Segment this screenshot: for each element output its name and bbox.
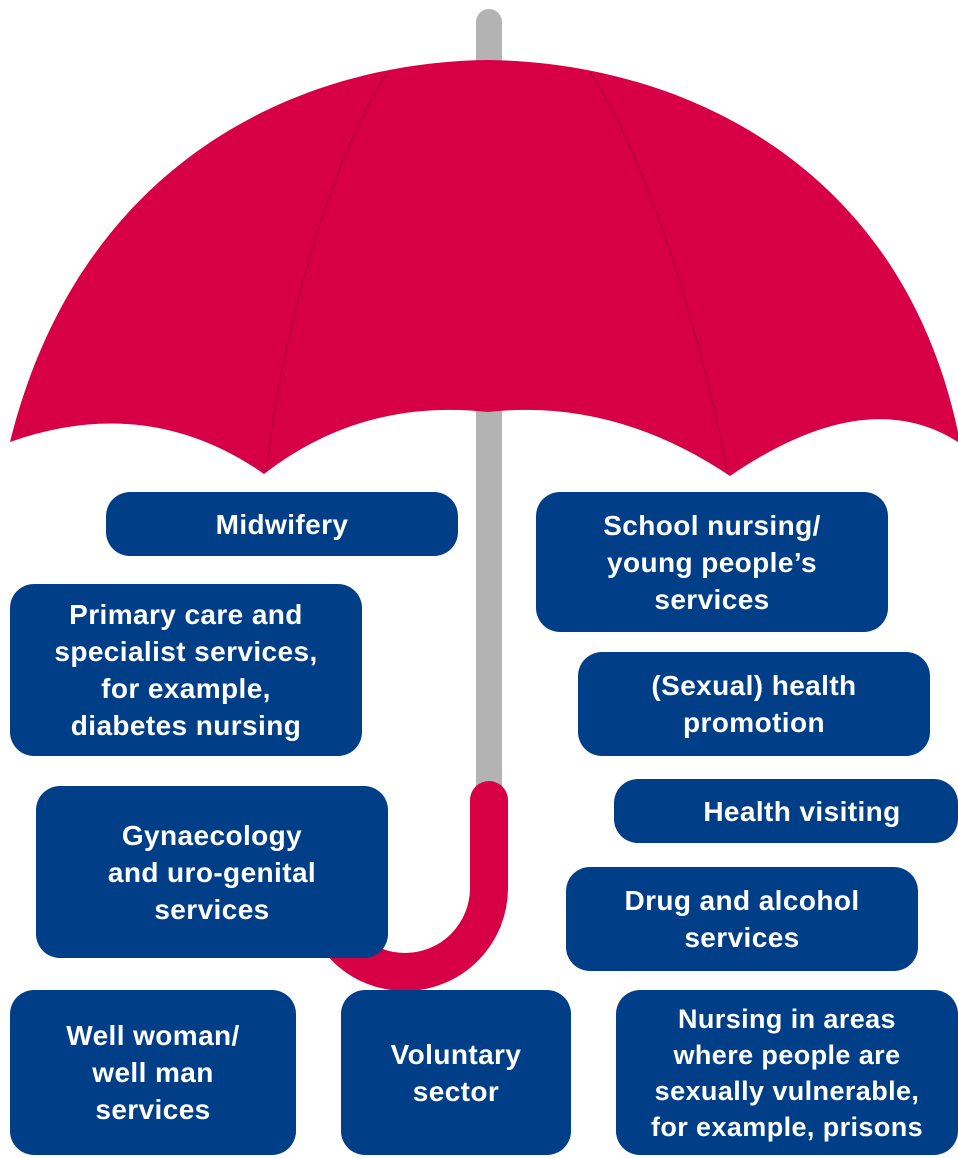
service-box-vulnerable-areas: Nursing in areas where people are sexual… (616, 990, 958, 1155)
service-box-sexual-health: (Sexual) health promotion (578, 652, 930, 756)
canopy-rib-right (589, 71, 729, 475)
canopy-rib-left (265, 71, 389, 473)
service-box-midwifery: Midwifery (106, 492, 458, 556)
umbrella-canopy (10, 60, 958, 476)
service-box-drug-alcohol: Drug and alcohol services (566, 867, 918, 971)
service-box-voluntary: Voluntary sector (341, 990, 571, 1155)
service-box-school-nursing: School nursing/ young people’s services (536, 492, 888, 632)
service-box-health-visiting: Health visiting (614, 779, 958, 843)
service-box-primary-care: Primary care and specialist services, fo… (10, 584, 362, 756)
service-box-well-woman: Well woman/ well man services (10, 990, 296, 1155)
service-box-gynaecology: Gynaecology and uro-genital services (36, 786, 388, 958)
